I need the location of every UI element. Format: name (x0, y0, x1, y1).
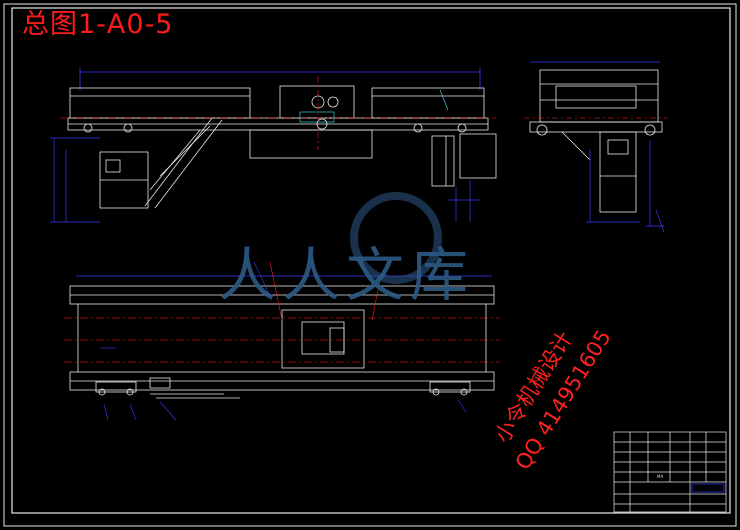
side-elevation-dimensions (586, 140, 665, 233)
title-block (613, 431, 727, 513)
front-elevation-centerlines (60, 76, 496, 150)
plan-view-centerlines (64, 261, 500, 363)
plan-view-leaders (100, 261, 467, 421)
front-elevation-cyan-details (299, 89, 449, 123)
side-elevation-view (529, 61, 663, 213)
sheet-inner-border (11, 7, 731, 514)
title-block-name-cell: MA (657, 474, 664, 479)
sheet-outer-border (3, 3, 737, 527)
front-elevation-view (67, 68, 497, 209)
drawing-title: 总图1-A0-5 (22, 9, 174, 40)
plan-view (69, 275, 495, 399)
front-elevation-dimensions (50, 137, 480, 223)
